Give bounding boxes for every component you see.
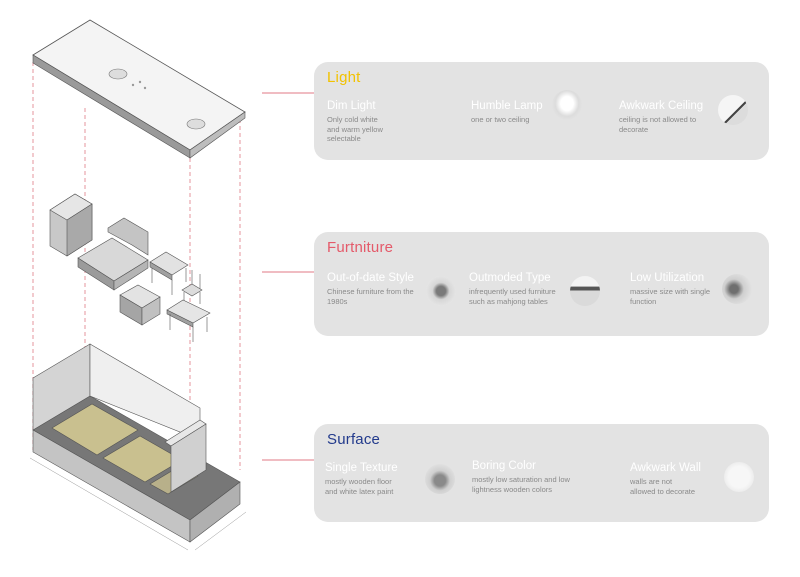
ceiling-lamp-icon bbox=[108, 68, 128, 80]
bed-icon bbox=[77, 217, 149, 291]
item-title: Boring Color bbox=[472, 460, 536, 472]
item-desc: Only cold white and warm yellow selectab… bbox=[327, 115, 383, 143]
light-panel-title: Light bbox=[327, 69, 361, 86]
furniture-item-1: Out-of-date Style Chinese furniture from… bbox=[327, 272, 414, 306]
item-desc: mostly wooden floor and white latex pain… bbox=[325, 477, 394, 496]
item-desc: massive size with single function bbox=[630, 287, 711, 306]
surface-item-3: Awkwark Wall walls are not allowed to de… bbox=[630, 462, 701, 496]
item-title: Dim Light bbox=[327, 100, 376, 112]
item-title: Awkwark Ceiling bbox=[619, 100, 704, 112]
light-panel: Light Dim Light Only cold white and warm… bbox=[314, 62, 769, 160]
furniture-item-3: Low Utilization massive size with single… bbox=[630, 272, 710, 306]
surface-item-1: Single Texture mostly wooden floor and w… bbox=[325, 462, 398, 496]
light-item-2: Humble Lamp one or two ceiling bbox=[471, 100, 543, 125]
item-title: Humble Lamp bbox=[471, 100, 543, 112]
item-title: Low Utilization bbox=[630, 272, 705, 284]
item-title: Awkwark Wall bbox=[630, 462, 701, 474]
ceiling-slab bbox=[32, 19, 246, 159]
wood-floor-photo-icon bbox=[425, 464, 455, 494]
blank-wall-photo-icon bbox=[724, 462, 754, 492]
item-desc: Chinese furniture from the 1980s bbox=[327, 287, 414, 306]
item-desc: one or two ceiling bbox=[471, 115, 530, 124]
furniture-item-2: Outmoded Type infrequently used furnitur… bbox=[469, 272, 556, 306]
item-desc: infrequently used furniture such as mahj… bbox=[469, 287, 556, 306]
item-title: Out-of-date Style bbox=[327, 272, 414, 284]
ceiling-corner-photo-icon bbox=[718, 95, 748, 125]
surface-panel: Surface Single Texture mostly wooden flo… bbox=[314, 424, 769, 522]
room-shell bbox=[32, 343, 241, 543]
wardrobe-icon bbox=[49, 193, 93, 257]
light-item-3: Awkwark Ceiling ceiling is not allowed t… bbox=[619, 100, 703, 134]
mahjong-table-photo-icon bbox=[570, 276, 600, 306]
ceiling-lamp-icon bbox=[186, 118, 206, 130]
item-desc: ceiling is not allowed to decorate bbox=[619, 115, 697, 134]
cabinet-photo-icon bbox=[426, 276, 456, 306]
dimension-lines bbox=[29, 457, 247, 551]
item-title: Outmoded Type bbox=[469, 272, 551, 284]
item-desc: walls are not allowed to decorate bbox=[630, 477, 696, 496]
item-title: Single Texture bbox=[325, 462, 398, 474]
desk-icon bbox=[149, 251, 189, 295]
ceiling-lamp-photo-icon bbox=[552, 90, 582, 120]
furniture-panel-title: Furtniture bbox=[327, 239, 394, 256]
connector-lines bbox=[262, 92, 314, 461]
table-icon bbox=[166, 299, 211, 342]
item-desc: mostly low saturation and low lightness … bbox=[472, 475, 570, 494]
low-cabinet-icon bbox=[119, 284, 161, 326]
surface-item-2: Boring Color mostly low saturation and l… bbox=[472, 460, 570, 494]
light-item-1: Dim Light Only cold white and warm yello… bbox=[327, 100, 383, 144]
chair-icon bbox=[181, 270, 203, 304]
furniture-group bbox=[49, 193, 211, 342]
surface-panel-title: Surface bbox=[327, 431, 381, 448]
furniture-panel: Furtniture Out-of-date Style Chinese fur… bbox=[314, 232, 769, 336]
wardrobe-photo-icon bbox=[722, 274, 752, 304]
